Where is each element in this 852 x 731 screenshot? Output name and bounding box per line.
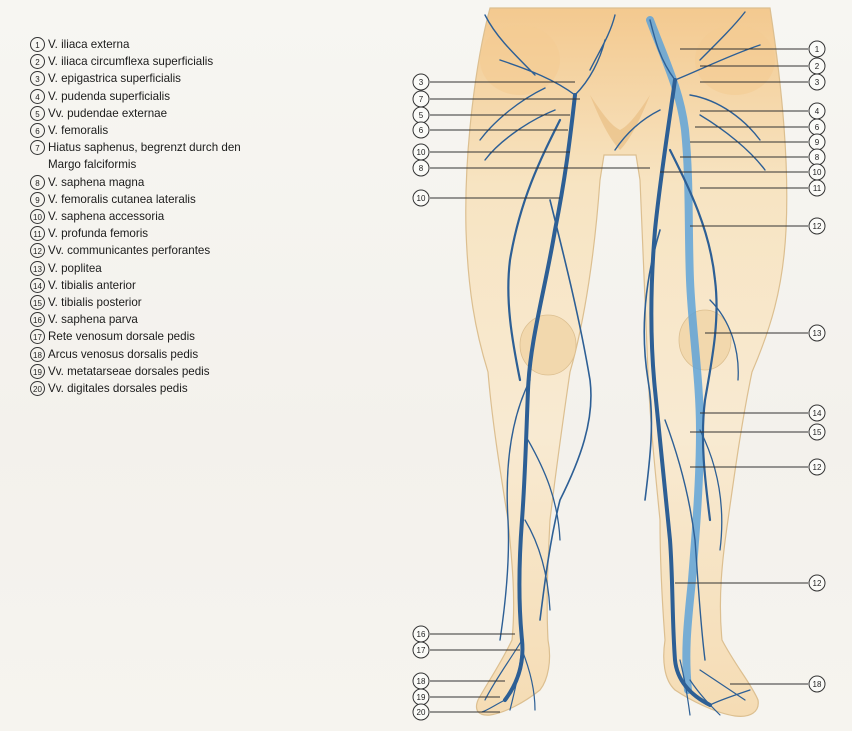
callout-marker: 8 — [809, 149, 825, 165]
callout-marker: 4 — [809, 103, 825, 119]
callout-marker: 10 — [413, 190, 429, 206]
callout-number: 10 — [813, 168, 822, 177]
callout-marker: 18 — [413, 673, 429, 689]
callout-number: 18 — [813, 680, 822, 689]
callout-marker: 7 — [413, 91, 429, 107]
callout-number: 6 — [419, 126, 424, 135]
callout-number: 4 — [815, 107, 820, 116]
callout-number: 3 — [419, 78, 424, 87]
callout-number: 19 — [417, 693, 426, 702]
callout-marker: 20 — [413, 704, 429, 720]
callout-number: 5 — [419, 111, 424, 120]
callout-marker: 3 — [413, 74, 429, 90]
callout-marker: 12 — [809, 575, 825, 591]
callout-number: 12 — [813, 579, 822, 588]
callout-number: 11 — [813, 184, 822, 193]
callout-marker: 18 — [809, 676, 825, 692]
callout-marker: 15 — [809, 424, 825, 440]
callout-marker: 9 — [809, 134, 825, 150]
callout-number: 10 — [417, 148, 426, 157]
callout-marker: 19 — [413, 689, 429, 705]
callout-number: 15 — [813, 428, 822, 437]
callout-marker: 16 — [413, 626, 429, 642]
callout-number: 8 — [419, 164, 424, 173]
callout-marker: 12 — [809, 218, 825, 234]
callout-number: 13 — [813, 329, 822, 338]
callout-marker: 17 — [413, 642, 429, 658]
callout-number: 1 — [815, 45, 820, 54]
callout-marker: 10 — [413, 144, 429, 160]
callout-number: 16 — [417, 630, 426, 639]
callout-number: 12 — [813, 463, 822, 472]
callout-marker: 13 — [809, 325, 825, 341]
callout-marker: 6 — [413, 122, 429, 138]
callout-marker: 8 — [413, 160, 429, 176]
callout-number: 2 — [815, 62, 820, 71]
callout-number: 9 — [815, 138, 820, 147]
callout-marker: 14 — [809, 405, 825, 421]
callout-number: 18 — [417, 677, 426, 686]
callout-number: 12 — [813, 222, 822, 231]
callout-markers-left: 3 7 5 6 10 8 10 16 17 18 19 20 — [413, 74, 429, 720]
callout-number: 14 — [813, 409, 822, 418]
hip-right — [695, 25, 775, 95]
callout-marker: 5 — [413, 107, 429, 123]
callout-marker: 3 — [809, 74, 825, 90]
callout-number: 3 — [815, 78, 820, 87]
callout-number: 7 — [419, 95, 424, 104]
callout-number: 17 — [417, 646, 426, 655]
knee-right — [679, 310, 731, 370]
body-silhouette — [466, 8, 787, 716]
callout-number: 20 — [417, 708, 426, 717]
callout-marker: 2 — [809, 58, 825, 74]
callout-number: 6 — [815, 123, 820, 132]
callout-number: 10 — [417, 194, 426, 203]
callout-marker: 1 — [809, 41, 825, 57]
callout-number: 8 — [815, 153, 820, 162]
callout-marker: 12 — [809, 459, 825, 475]
callout-marker: 6 — [809, 119, 825, 135]
callout-marker: 10 — [809, 164, 825, 180]
callout-marker: 11 — [809, 180, 825, 196]
